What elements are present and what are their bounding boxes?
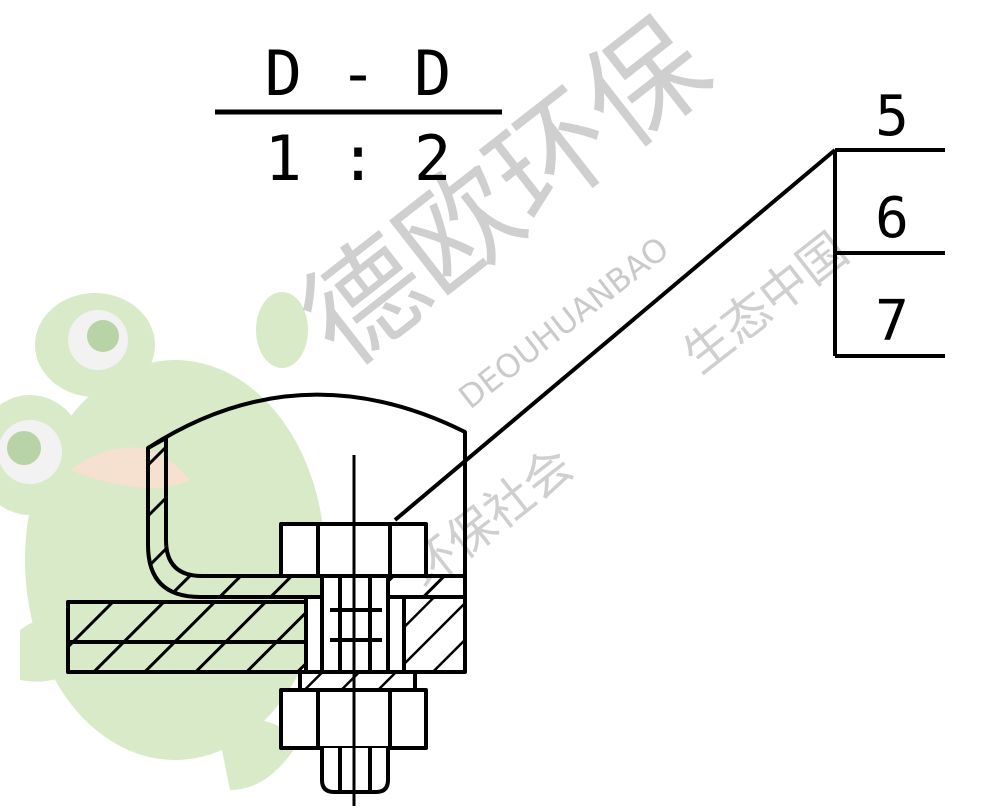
washer-left — [304, 595, 324, 674]
washer-right — [386, 595, 406, 674]
part-number-7: 7 — [875, 289, 909, 354]
leader-line — [393, 148, 837, 522]
section-scale: 1 : 2 — [265, 122, 452, 195]
watermark-slogan-1: 生态中国 — [673, 222, 859, 384]
lower-washer — [298, 670, 417, 692]
part-number-6: 6 — [875, 186, 909, 251]
clamp-assembly — [66, 392, 467, 806]
base-plate-right — [398, 595, 467, 674]
bent-clamp-plate — [146, 436, 467, 599]
section-name: D - D — [265, 37, 452, 110]
part-number-callout — [393, 148, 945, 522]
section-title: D - D 1 : 2 — [215, 37, 502, 195]
part-number-5: 5 — [875, 84, 909, 149]
curved-cover — [146, 392, 467, 580]
base-plate-left — [66, 600, 320, 674]
